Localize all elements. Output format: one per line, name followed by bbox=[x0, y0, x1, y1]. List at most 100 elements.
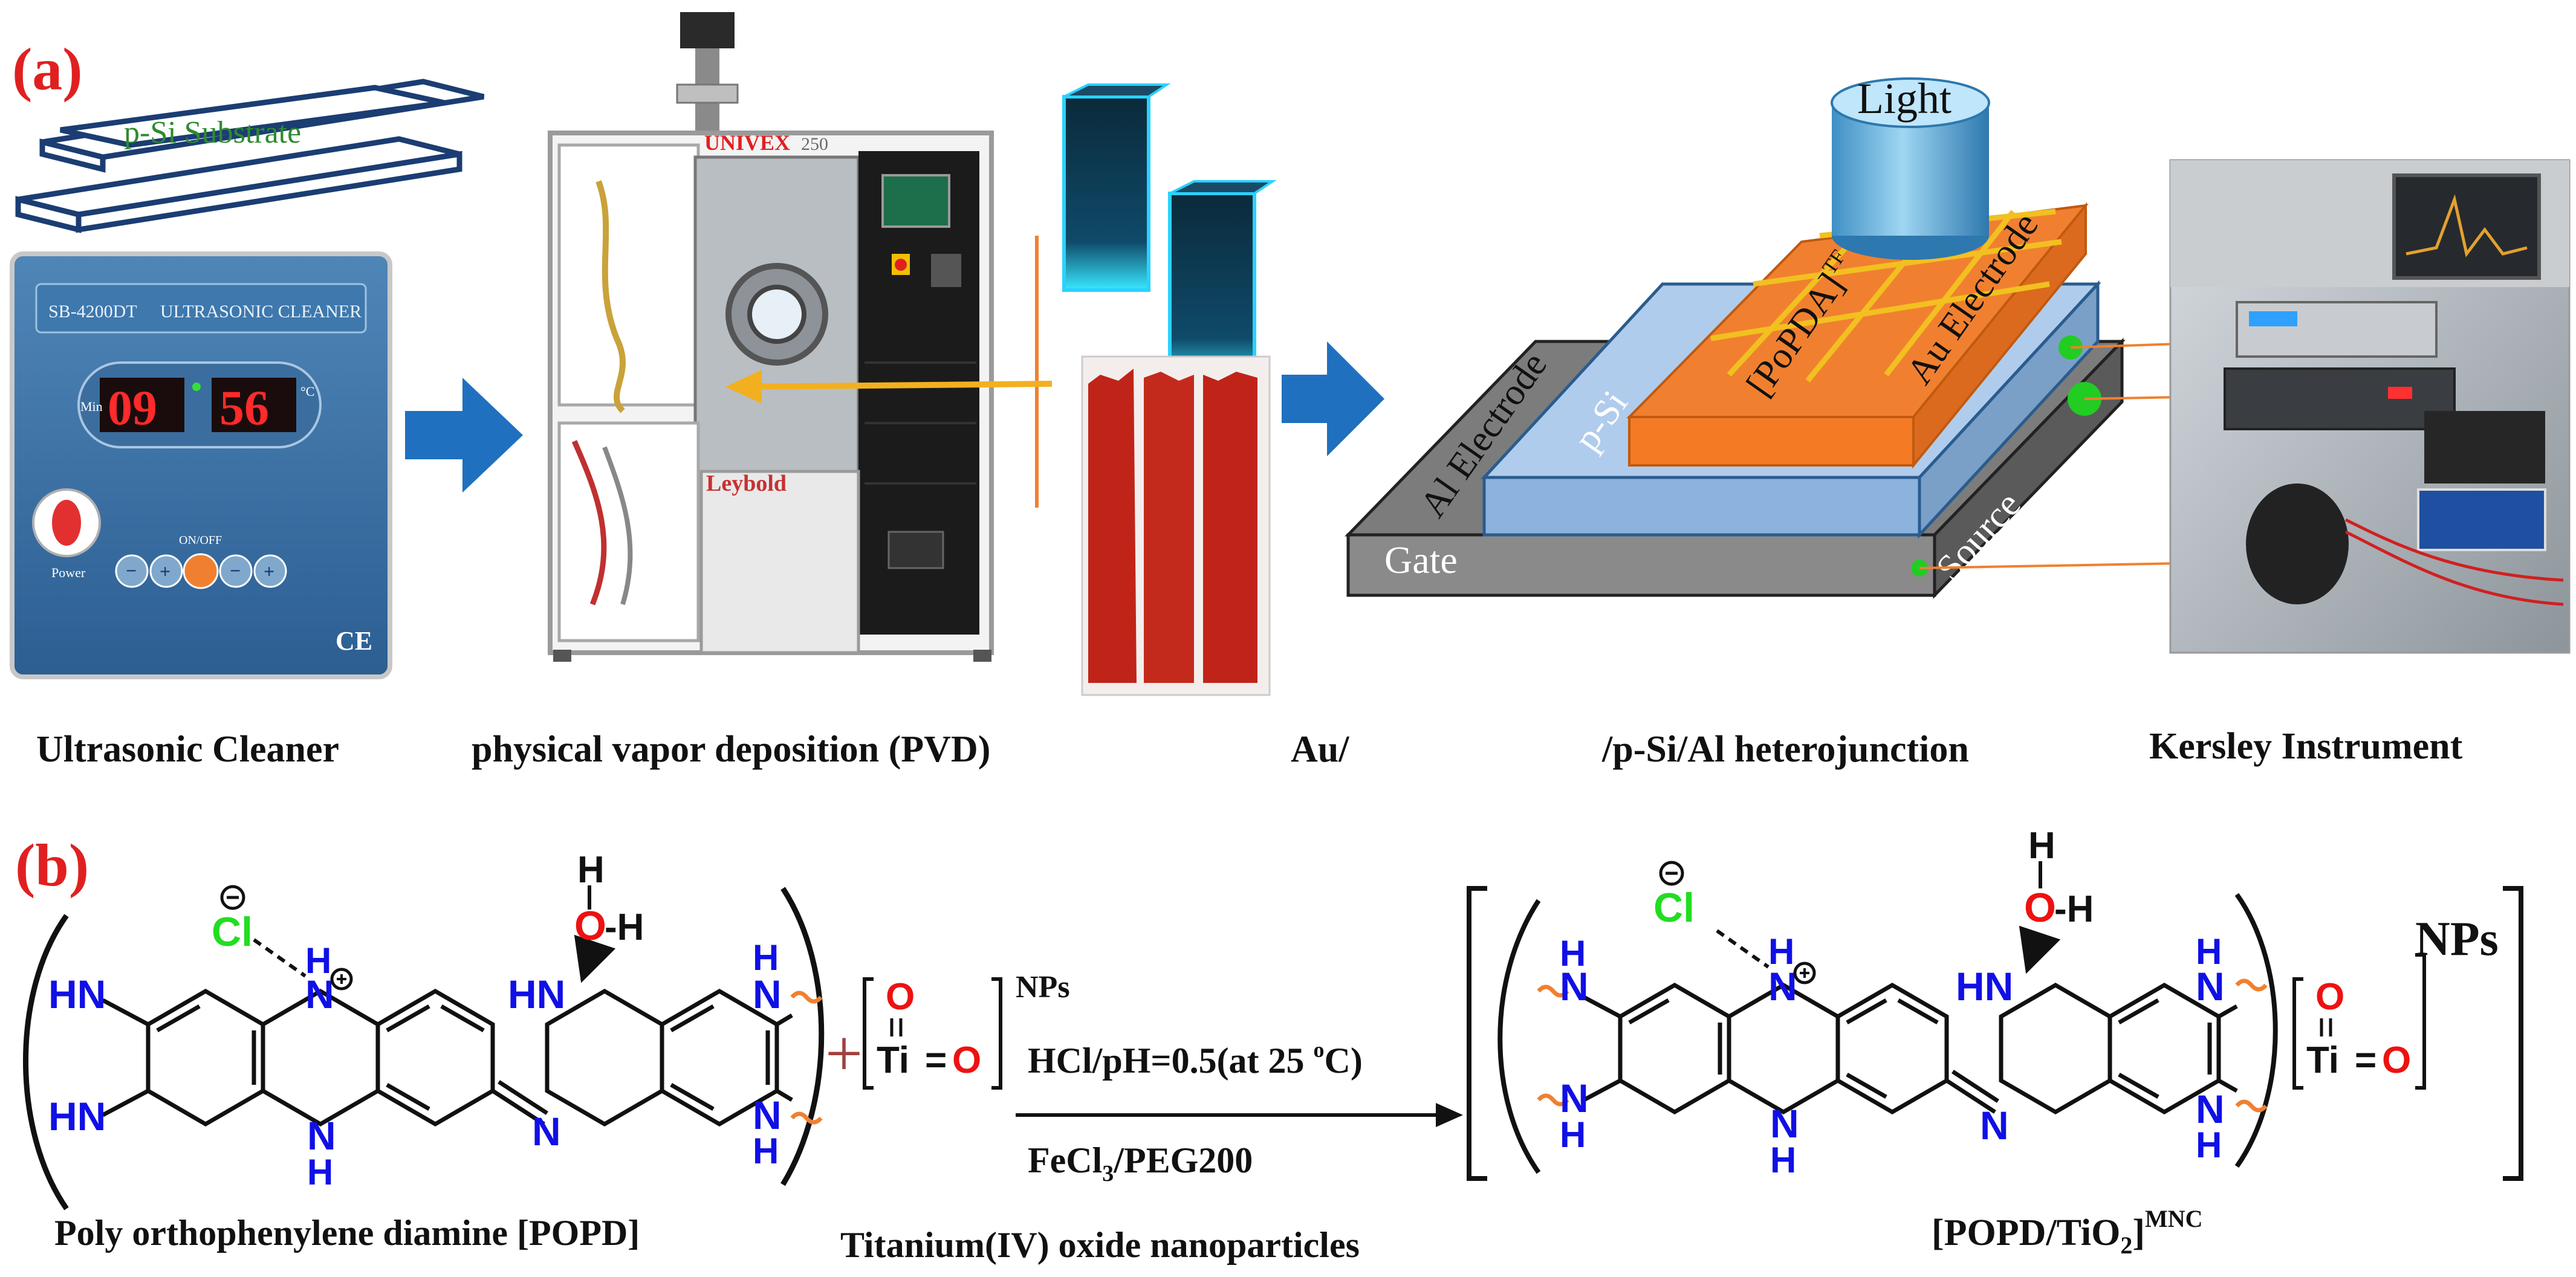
caption-pvd: physical vapor deposition (PVD) bbox=[472, 729, 990, 770]
temp-display: 56 bbox=[219, 380, 269, 435]
product-atom-nh-right-bottom: N bbox=[2196, 1087, 2225, 1131]
product-atom-o-top: O bbox=[2315, 976, 2344, 1018]
pvd-brand: UNIVEX bbox=[704, 131, 790, 155]
nps-left: NPs bbox=[1016, 970, 1070, 1004]
deposition-arrowhead-icon bbox=[725, 370, 762, 404]
product-atom-nh-top-h: H bbox=[1768, 931, 1794, 972]
panel-b: (b) bbox=[15, 825, 2523, 1265]
red-films-photo bbox=[1081, 355, 1271, 696]
product-atom-hn-middle: HN bbox=[1956, 964, 2013, 1009]
svg-text:−: − bbox=[126, 560, 137, 581]
reaction-arrow bbox=[1016, 1103, 1463, 1127]
svg-text:−: − bbox=[230, 560, 241, 581]
product-atom-nh-right-top: N bbox=[2196, 964, 2225, 1009]
product-atom-n-imine: N bbox=[1980, 1103, 2009, 1148]
caption-ultrasonic-cleaner: Ultrasonic Cleaner bbox=[36, 729, 339, 770]
reaction-plus-icon: + bbox=[825, 1017, 863, 1090]
device-schematic: Light [PoPDA]TF Au Electrode p-Si Al Ele… bbox=[1345, 74, 2250, 600]
product-atom-nh-left-top-h: H bbox=[1560, 933, 1586, 974]
atom-ti: Ti bbox=[877, 1039, 909, 1081]
caption-product: [POPD/TiO2]MNC bbox=[1932, 1205, 2203, 1259]
product-atom-h-top: H bbox=[2028, 825, 2055, 867]
plus-button-icon bbox=[149, 554, 183, 588]
nitrogen-plus-icon bbox=[330, 968, 353, 991]
min-label: Min bbox=[80, 399, 103, 414]
caption-popd: Poly orthophenylene diamine [POPD] bbox=[54, 1213, 640, 1253]
product-atom-nh-left-top: N bbox=[1560, 964, 1589, 1009]
atom-nplus: N bbox=[305, 972, 334, 1017]
minus-button-icon bbox=[115, 554, 149, 588]
product-structure: H O -H Cl H N N H N H N H HN N N H N H bbox=[1467, 825, 2523, 1181]
nps-right: NPs bbox=[2415, 913, 2499, 966]
atom-hn-middle: HN bbox=[508, 972, 565, 1017]
deposition-arrow bbox=[740, 381, 1053, 390]
pvd-model-number: 250 bbox=[801, 134, 828, 154]
cleaner-brand: ULTRASONIC CLEANER bbox=[160, 302, 362, 322]
product-atom-nh-right-top-h: H bbox=[2196, 931, 2222, 972]
condition-hcl: HCl/pH=0.5(at 25 oC) bbox=[1028, 1038, 1363, 1081]
svg-text:+: + bbox=[264, 560, 274, 582]
chloride-minus-icon bbox=[220, 885, 245, 910]
atom-oh-h: -H bbox=[605, 907, 644, 948]
product-atom-nh-left-bottom: N bbox=[1560, 1076, 1589, 1120]
light-label: Light bbox=[1857, 74, 1951, 123]
atom-o: O bbox=[574, 903, 606, 949]
cuvettes-illustration bbox=[1062, 83, 1277, 389]
power-label: Power bbox=[51, 565, 86, 580]
panel-a: (a) p-Si Substrate SB-4200DT ULTRASONIC … bbox=[10, 12, 2571, 770]
product-chloride-minus-icon bbox=[1659, 861, 1684, 886]
product-atom-nh-bottom-h: H bbox=[1770, 1140, 1796, 1180]
product-atom-oh-h: -H bbox=[2054, 888, 2094, 930]
cleaner-model: SB-4200DT bbox=[48, 302, 137, 322]
atom-nh-right-bottom-h: H bbox=[753, 1131, 779, 1171]
atom-nh-right-bottom: N bbox=[753, 1093, 782, 1137]
psi-substrate-illustration: p-Si Substrate bbox=[15, 79, 485, 233]
product-atom-nh-left-bottom-h: H bbox=[1560, 1114, 1586, 1155]
pvd-maker: Leybold bbox=[706, 471, 787, 496]
atom-nh-right-top-h: H bbox=[753, 937, 779, 978]
atom-nh-right-top: N bbox=[753, 972, 782, 1017]
popd-structure: H O -H Cl H N N H HN HN HN N N H N H bbox=[23, 849, 825, 1211]
atom-nh-bottom-h: H bbox=[307, 1152, 333, 1192]
atom-nh-bottom: N bbox=[307, 1113, 336, 1158]
atom-n-imine: N bbox=[532, 1109, 561, 1154]
caption-heterojunction: /p-Si/Al heterojunction bbox=[1601, 729, 1969, 770]
atom-hn-left-bottom: HN bbox=[48, 1094, 106, 1139]
onoff-label: ON/OFF bbox=[179, 534, 222, 547]
product-atom-nh-right-bottom-h: H bbox=[2196, 1125, 2222, 1165]
product-atom-ti-dbl: = bbox=[2355, 1039, 2376, 1081]
product-atom-cl: Cl bbox=[1653, 885, 1695, 931]
atom-h-top: H bbox=[577, 849, 605, 891]
onoff-button-icon bbox=[183, 553, 219, 589]
minus-button-2-icon bbox=[219, 554, 253, 588]
atom-o-top: O bbox=[886, 976, 915, 1018]
plus-button-2-icon bbox=[253, 554, 287, 588]
product-atom-o-right: O bbox=[2382, 1039, 2411, 1081]
ultrasonic-cleaner-illustration: SB-4200DT ULTRASONIC CLEANER 09 56 Min °… bbox=[10, 251, 392, 679]
pvd-machine-illustration: UNIVEX 250 Leybold bbox=[548, 12, 994, 662]
ce-mark: CE bbox=[336, 626, 372, 656]
product-atom-ti: Ti bbox=[2306, 1039, 2339, 1081]
atom-nh-top-h: H bbox=[305, 940, 331, 981]
caption-au: Au/ bbox=[1291, 729, 1349, 770]
atom-cl: Cl bbox=[212, 909, 253, 955]
process-arrow-1-icon bbox=[405, 378, 523, 493]
time-display: 09 bbox=[108, 380, 157, 435]
panel-a-label: (a) bbox=[12, 36, 83, 103]
svg-text:+: + bbox=[160, 560, 170, 582]
panel-b-label: (b) bbox=[15, 832, 89, 899]
condition-fecl3: FeCl3/PEG200 bbox=[1028, 1140, 1253, 1186]
product-atom-nplus: N bbox=[1768, 964, 1797, 1009]
caption-tio2: Titanium(IV) oxide nanoparticles bbox=[840, 1225, 1360, 1265]
atom-hn-left-top: HN bbox=[48, 972, 106, 1017]
substrate-label: p-Si Substrate bbox=[124, 115, 301, 150]
caption-instrument: Kersley Instrument bbox=[2149, 726, 2463, 767]
temp-unit: °C bbox=[300, 384, 314, 399]
product-nitrogen-plus-icon bbox=[1793, 962, 1816, 984]
process-arrow-2-icon bbox=[1282, 341, 1384, 456]
atom-o-right: O bbox=[952, 1039, 981, 1081]
gate-label: Gate bbox=[1384, 538, 1458, 581]
product-atom-o: O bbox=[2024, 885, 2056, 931]
